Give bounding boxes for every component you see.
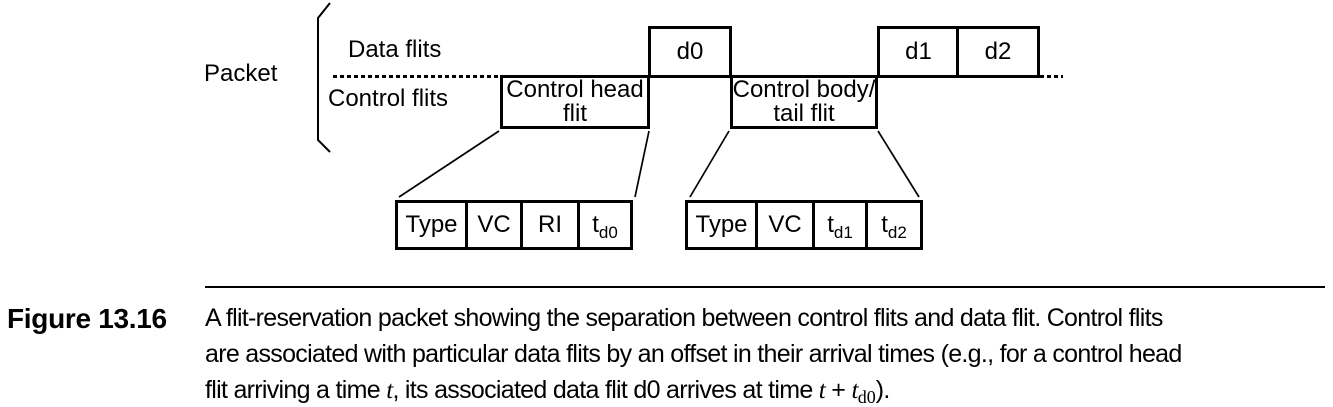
head-field-td0: td0 <box>577 203 630 247</box>
head-field-vc-label: VC <box>477 211 511 238</box>
td0-base: t <box>592 211 599 238</box>
body-field-td1-label: td1 <box>827 211 853 242</box>
connector-line-body-right <box>877 130 920 198</box>
td0-subscript: d0 <box>598 223 618 242</box>
control-body-tail-flit-box: Control body/ tail flit <box>730 75 878 129</box>
head-flit-fields-box: Type VC RI td0 <box>395 200 633 250</box>
packet-brace-icon <box>317 2 331 153</box>
td1-subscript: d1 <box>833 223 853 242</box>
control-flits-label: Control flits <box>328 85 449 112</box>
packet-label: Packet <box>204 60 278 87</box>
data-flit-d0-box: d0 <box>648 26 732 78</box>
caption-line3-text-3: + <box>825 376 852 404</box>
body-field-td1: td1 <box>812 203 865 247</box>
caption-line3-text-4: ). <box>875 376 891 404</box>
body-flit-fields-box: Type VC td1 td2 <box>685 200 923 250</box>
head-field-ri-label: RI <box>538 211 562 238</box>
body-field-td2-label: td2 <box>881 211 907 242</box>
data-flits-label: Data flits <box>348 36 442 63</box>
control-body-tail-flit-label-line2: tail flit <box>773 100 835 127</box>
connector-line-body-left <box>689 130 730 198</box>
connector-line-head-right <box>634 130 650 198</box>
data-flit-d1-box: d1 <box>877 26 960 78</box>
data-flit-d2-label: d2 <box>984 38 1012 65</box>
figure-number-label: Figure 13.16 <box>7 303 167 334</box>
control-head-flit-label-line1: Control head <box>506 76 644 103</box>
caption-math-t-subscript: d0 <box>857 387 876 407</box>
control-head-flit-box: Control head flit <box>500 75 650 129</box>
data-flit-d0-label: d0 <box>676 38 704 65</box>
data-flit-d1-label: d1 <box>905 38 932 65</box>
head-field-vc: VC <box>465 203 520 247</box>
head-field-ri: RI <box>520 203 577 247</box>
td2-base: t <box>881 211 888 238</box>
head-field-type: Type <box>398 203 465 247</box>
body-field-td2: td2 <box>865 203 920 247</box>
caption-line-2: are associated with particular data flit… <box>205 340 1182 368</box>
head-field-td0-label: td0 <box>592 211 618 242</box>
caption-line-3: flit arriving a time t, its associated d… <box>205 372 890 407</box>
head-field-type-label: Type <box>405 211 458 238</box>
td2-subscript: d2 <box>887 223 907 242</box>
td1-base: t <box>827 211 834 238</box>
body-field-type: Type <box>688 203 755 247</box>
caption-rule <box>205 286 1325 288</box>
caption-line3-text-1: flit arriving a time <box>205 376 387 404</box>
caption-math-t-2: t <box>818 377 826 404</box>
control-head-flit-label-line2: flit <box>563 100 587 127</box>
caption-math-t-1: t <box>386 377 393 404</box>
body-field-type-label: Type <box>695 211 748 238</box>
connector-line-head-left <box>398 130 500 198</box>
data-flit-d2-box: d2 <box>956 26 1040 78</box>
caption-math-t-3: t <box>851 377 858 404</box>
body-field-vc-label: VC <box>768 211 802 238</box>
caption-line-1: A flit-reservation packet showing the se… <box>205 304 1163 332</box>
control-body-tail-flit-label-line1: Control body/ <box>732 76 876 103</box>
body-field-vc: VC <box>755 203 812 247</box>
caption-line3-text-2: , its associated data flit d0 arrives at… <box>392 376 819 404</box>
